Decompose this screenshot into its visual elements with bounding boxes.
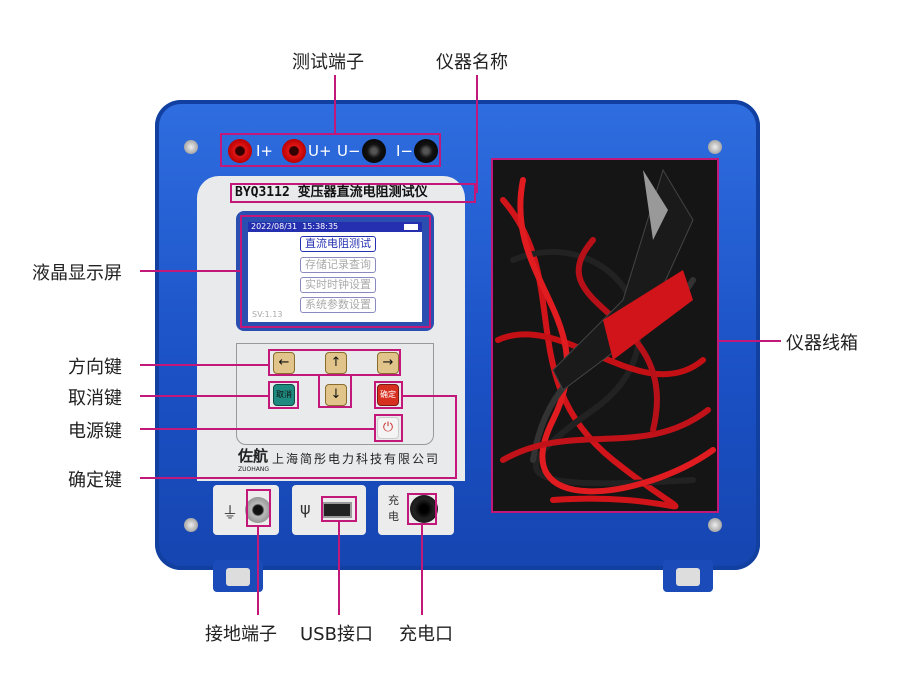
label-charge-port: 充电口 [399, 624, 453, 645]
usb-port-panel: ψ [292, 485, 366, 535]
callout-line [140, 364, 268, 366]
usb-highlight [321, 496, 357, 522]
menu-item[interactable]: 存储记录查询 [300, 257, 376, 273]
power-key-highlight [374, 414, 403, 442]
direction-keys-highlight [268, 349, 401, 376]
label-cancel-key: 取消键 [68, 388, 122, 409]
label-power-key: 电源键 [68, 421, 122, 442]
callout-line [257, 527, 259, 615]
callout-line [140, 270, 240, 272]
lcd-screen: 2022/08/31 15:38:35 直流电阻测试 存储记录查询 实时时钟设置… [248, 222, 422, 322]
date: 2022/08/31 [251, 222, 298, 231]
ground-terminal[interactable] [245, 497, 271, 523]
cables-image [495, 168, 716, 510]
keypad [236, 343, 434, 445]
version: SV:1.13 [252, 310, 283, 319]
terminal-label: U− [337, 142, 361, 160]
menu-item[interactable]: 实时时钟设置 [300, 277, 376, 293]
brand-logo: 佐航 [238, 447, 269, 465]
left-key[interactable]: ← [273, 352, 295, 374]
terminal-u-plus[interactable] [282, 139, 306, 163]
charge-highlight [407, 493, 437, 525]
lcd-highlight [240, 215, 431, 328]
usb-icon: ψ [300, 499, 311, 518]
terminal-u-minus[interactable] [362, 139, 386, 163]
charge-label: 充 电 [388, 494, 399, 523]
terminal-i-minus[interactable] [414, 139, 438, 163]
terminal-label: I− [396, 142, 413, 160]
screw-icon [184, 518, 198, 532]
battery-icon [404, 224, 418, 230]
cable-box [493, 160, 718, 512]
company-name: 上海简彤电力科技有限公司 [272, 452, 441, 466]
screw-icon [708, 518, 722, 532]
up-key[interactable]: ↑ [325, 352, 347, 374]
terminal-i-plus[interactable] [228, 139, 252, 163]
callout-line [421, 525, 423, 615]
callout-line [403, 395, 457, 397]
instrument-name: BYQ3112 变压器直流电阻测试仪 [230, 183, 476, 203]
screw-icon [184, 140, 198, 154]
callout-line [334, 75, 336, 134]
menu-item[interactable]: 直流电阻测试 [300, 236, 376, 252]
screw-icon [708, 140, 722, 154]
ground-highlight [246, 489, 271, 527]
usb-port[interactable] [322, 502, 352, 518]
confirm-key-highlight [374, 381, 403, 409]
charge-port[interactable] [410, 495, 438, 523]
case-foot [663, 560, 713, 592]
terminal-label: I+ [256, 142, 273, 160]
label-test-terminals: 测试端子 [292, 52, 364, 73]
down-key[interactable]: ↓ [325, 384, 347, 406]
case-foot [213, 560, 263, 592]
terminal-label: U+ [308, 142, 332, 160]
cancel-key-highlight [268, 381, 299, 409]
label-instrument-name: 仪器名称 [436, 52, 508, 73]
cable-box-highlight [491, 158, 719, 513]
confirm-key[interactable]: 确定 [377, 384, 399, 406]
callout-line [476, 75, 478, 193]
callout-line [719, 340, 781, 342]
callout-line [338, 522, 340, 615]
direction-keys-highlight [318, 376, 352, 408]
label-cable-box: 仪器线箱 [786, 333, 858, 354]
callout-line [455, 395, 457, 479]
label-direction-keys: 方向键 [68, 357, 122, 378]
menu-item[interactable]: 系统参数设置 [300, 297, 376, 313]
label-ground-terminal: 接地端子 [205, 624, 277, 645]
ground-icon: ⏚ [222, 503, 239, 522]
callout-line [140, 428, 374, 430]
label-usb-port: USB接口 [300, 624, 373, 645]
terminals-highlight [220, 133, 441, 167]
power-key[interactable]: ⏻ [377, 417, 399, 439]
cancel-key[interactable]: 取消 [273, 384, 295, 406]
right-key[interactable]: → [377, 352, 399, 374]
callout-line [140, 395, 268, 397]
brand-logo-en: ZUOHANG [238, 466, 269, 473]
status-bar: 2022/08/31 15:38:35 [248, 222, 422, 232]
time: 15:38:35 [302, 222, 339, 231]
label-lcd: 液晶显示屏 [32, 263, 122, 284]
callout-line [140, 477, 457, 479]
label-confirm-key: 确定键 [68, 470, 122, 491]
